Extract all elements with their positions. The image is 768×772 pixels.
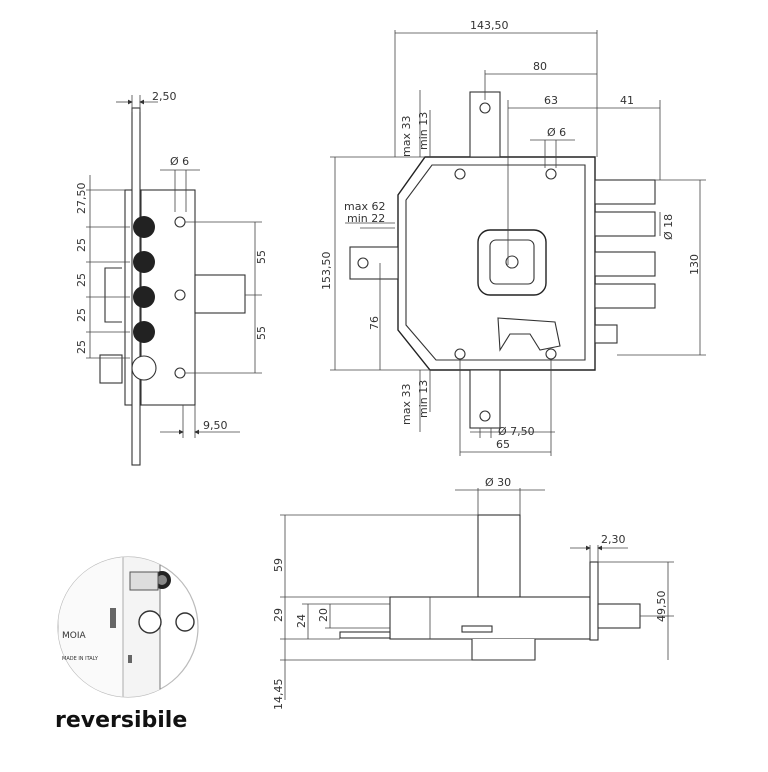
dim-cyl-dia: Ø 30	[485, 476, 511, 489]
dim-41: 41	[620, 94, 634, 107]
dim-49-50: 49,50	[655, 591, 668, 623]
dim-tab-mid-min: min 22	[347, 212, 385, 225]
dim-153-50: 153,50	[320, 252, 333, 291]
dim-63: 63	[544, 94, 558, 107]
side-cylinder	[131, 355, 157, 381]
dim-25-a: 25	[75, 238, 88, 252]
top-view: Ø 30 2,30 59 29 14,45 24 20 49,50	[272, 476, 674, 710]
side-bolt-2	[133, 251, 155, 273]
dim-14-45: 14,45	[272, 679, 285, 711]
dim-55-bottom: 55	[255, 326, 268, 340]
top-body	[389, 596, 591, 640]
dim-55-top: 55	[255, 250, 268, 264]
inset-photo: MOIA MADE IN ITALY	[57, 556, 199, 698]
inset-brand: MOIA	[62, 631, 87, 641]
dim-side-hole: Ø 6	[170, 155, 189, 168]
dim-2-30: 2,30	[601, 533, 626, 546]
dim-2-50: 2,50	[152, 90, 177, 103]
dim-tab-top-max: max 33	[400, 116, 413, 157]
dim-bolt-dia: Ø 18	[662, 214, 675, 240]
dim-76: 76	[368, 316, 381, 330]
dim-25-d: 25	[75, 340, 88, 354]
front-bolt-4	[594, 283, 656, 309]
front-tab-side	[349, 246, 399, 280]
dim-25-b: 25	[75, 273, 88, 287]
side-bolt-1	[133, 216, 155, 238]
top-rod	[339, 631, 391, 639]
dim-bottom-hole: Ø 7,50	[498, 425, 535, 438]
front-bolt-1	[594, 179, 656, 205]
dim-27-50: 27,50	[75, 183, 88, 215]
side-hole-1	[174, 216, 186, 228]
front-bolt-2	[594, 211, 656, 237]
dim-tab-bottom-min: min 13	[417, 380, 430, 418]
inset-origin: MADE IN ITALY	[62, 656, 99, 662]
front-bolt-3	[594, 251, 656, 277]
side-hole-3	[174, 367, 186, 379]
front-tab-top	[469, 91, 501, 158]
top-bracket	[471, 639, 536, 661]
top-bolt	[597, 603, 641, 629]
front-lever	[497, 317, 561, 352]
dim-59: 59	[272, 558, 285, 572]
top-cylinder	[477, 514, 521, 598]
top-faceplate	[589, 561, 599, 641]
side-bracket	[104, 267, 122, 323]
dim-80: 80	[533, 60, 547, 73]
side-hole-2	[174, 289, 186, 301]
dim-29: 29	[272, 608, 285, 622]
dim-130: 130	[688, 254, 701, 275]
front-view: 143,50 80 63 41 Ø 6 153,50 130 Ø 18 max …	[320, 19, 706, 456]
side-latch	[194, 274, 246, 314]
dim-front-hole: Ø 6	[547, 126, 566, 139]
front-latch	[594, 324, 618, 344]
dim-tab-bottom-max: max 33	[400, 384, 413, 425]
dim-tab-mid-max: max 62	[344, 200, 385, 213]
dim-24: 24	[295, 614, 308, 628]
caption-reversibile: reversibile	[55, 708, 188, 733]
side-bolt-4	[133, 321, 155, 343]
dim-tab-top-min: min 13	[417, 112, 430, 150]
dim-20: 20	[317, 608, 330, 622]
dim-65: 65	[496, 438, 510, 451]
side-clip	[99, 354, 123, 384]
dim-9-50: 9,50	[203, 419, 228, 432]
side-rod	[131, 107, 141, 466]
dim-25-c: 25	[75, 308, 88, 322]
dim-143-50: 143,50	[470, 19, 509, 32]
side-view: 2,50 Ø 6 27,50 25 25 25 25 55 55 9,50	[75, 90, 268, 466]
side-bolt-3	[133, 286, 155, 308]
